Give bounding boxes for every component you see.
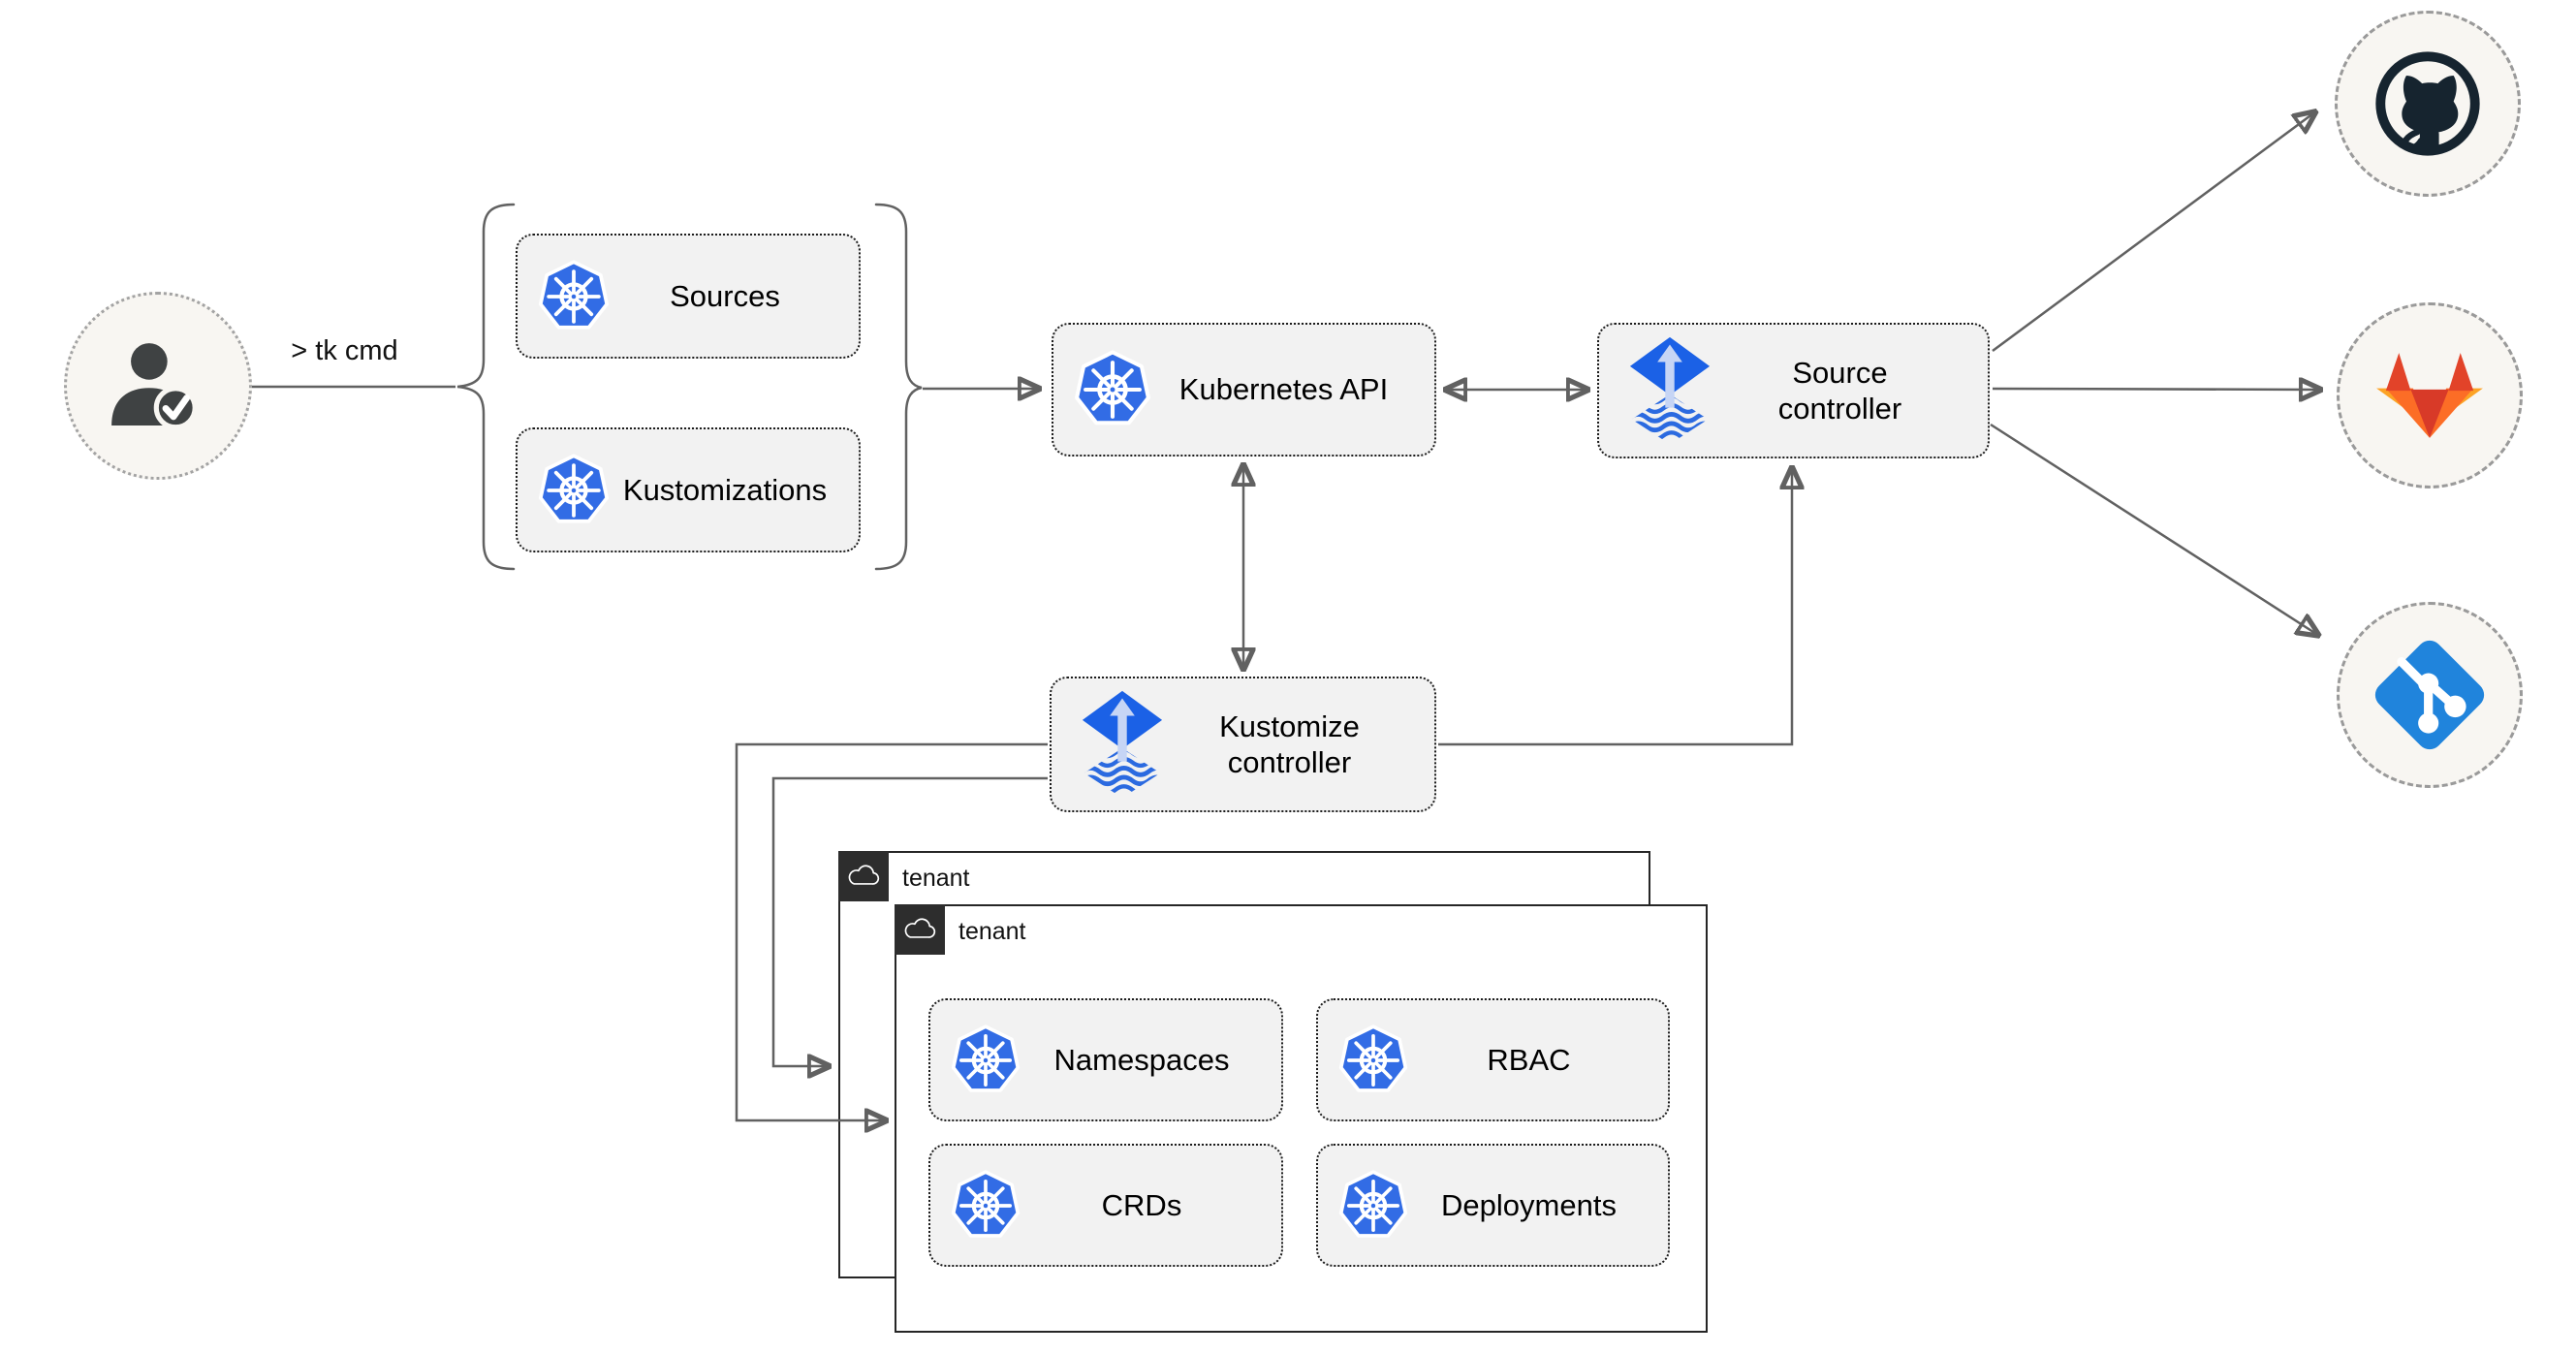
tenant-tab [838, 851, 889, 901]
tk-cmd-label: > tk cmd [291, 335, 398, 366]
git-icon [2366, 631, 2494, 759]
kubernetes-icon [537, 260, 611, 333]
kustomizations-label: Kustomizations [622, 472, 828, 507]
kubernetes-api-label: Kubernetes API [1178, 372, 1389, 407]
cloud-icon [847, 864, 880, 889]
right-brace [874, 203, 923, 571]
sources-node: Sources [516, 234, 861, 359]
flux-icon [1628, 336, 1712, 446]
deployments-label: Deployments [1441, 1187, 1617, 1222]
source-to-gitlab-arrow [1992, 389, 2318, 390]
left-brace [456, 203, 516, 571]
kubernetes-icon [1337, 1170, 1409, 1242]
deployments-node: Deployments [1316, 1144, 1670, 1267]
tenant-tab [895, 904, 945, 955]
source-to-github-arrow [1992, 113, 2313, 353]
kustomize-to-source-arrow [1438, 470, 1792, 746]
source-controller-node: Source controller [1597, 323, 1990, 458]
kustomize-controller-node: Kustomize controller [1050, 677, 1436, 812]
rbac-node: RBAC [1316, 998, 1670, 1121]
crds-node: CRDs [928, 1144, 1283, 1267]
sources-label: Sources [670, 278, 780, 313]
gitlab-repo-circle [2337, 302, 2523, 488]
namespaces-label: Namespaces [1053, 1042, 1230, 1077]
github-icon [2372, 47, 2484, 160]
kubernetes-icon [1337, 1024, 1409, 1096]
flux-icon [1081, 690, 1164, 800]
user-circle [64, 292, 252, 480]
kubernetes-icon [537, 454, 611, 527]
kubernetes-icon [950, 1170, 1021, 1242]
gitlab-icon [2371, 343, 2489, 448]
kubernetes-api-node: Kubernetes API [1052, 323, 1436, 457]
source-controller-label: Source controller [1777, 355, 1902, 425]
user-check-icon [103, 331, 213, 441]
kustomize-controller-label: Kustomize controller [1219, 709, 1360, 779]
github-repo-circle [2335, 11, 2521, 197]
crds-label: CRDs [1101, 1187, 1182, 1222]
tenant-label: tenant [902, 864, 970, 892]
kubernetes-icon [950, 1024, 1021, 1096]
namespaces-node: Namespaces [928, 998, 1283, 1121]
cloud-icon [903, 917, 936, 942]
rbac-label: RBAC [1487, 1042, 1571, 1077]
git-repo-circle [2337, 602, 2523, 788]
kustomizations-node: Kustomizations [516, 427, 861, 552]
tenant-label: tenant [958, 917, 1026, 945]
source-to-git-arrow [1990, 423, 2316, 634]
kubernetes-icon [1073, 350, 1152, 429]
